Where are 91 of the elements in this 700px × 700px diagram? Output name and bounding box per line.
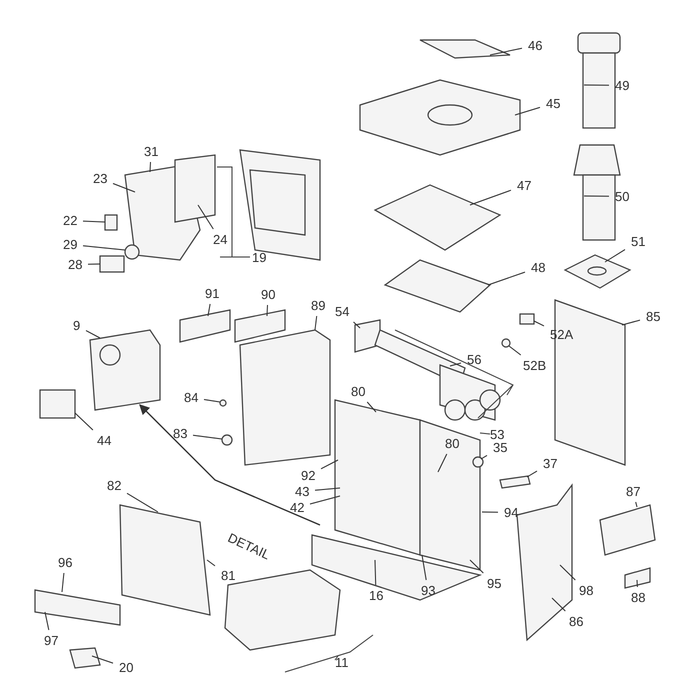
callout-number: 88 [630,590,646,605]
leader-line [62,572,64,592]
leader-line [374,560,376,586]
callout-number: 84 [183,390,200,405]
leader-line [422,554,427,580]
leader-line [490,48,522,56]
callout-number: 35 [492,440,508,455]
callout-number: 83 [172,426,188,441]
callout-number: 93 [420,583,436,598]
callout-number: 46 [527,38,544,53]
leader-line [584,196,610,197]
leader-line [480,454,488,460]
callout-number: 19 [252,250,266,265]
leader-line [470,560,484,574]
leader-line [44,612,50,630]
leader-line [508,346,522,356]
leader-line [353,322,360,328]
leader-line [320,460,338,470]
leader-line [82,245,126,250]
leader-line [192,434,222,440]
callout-number: 81 [220,568,236,583]
leader-line [314,316,318,330]
leader-line [584,84,610,86]
leader-line [74,412,94,430]
leader-line [488,272,526,286]
callout-number: 91 [204,286,220,301]
leader-line [604,249,626,262]
leader-line [126,492,158,512]
callout-number: 86 [568,614,584,629]
callout-number: 53 [490,427,504,442]
callout-number: 80 [350,384,366,399]
callout-number: 82 [106,478,122,493]
callout-number: 11 [335,655,348,670]
leader-line [310,496,340,504]
callout-number: 45 [545,96,562,111]
callout-number: 52B [522,358,548,373]
callout-number: 44 [96,433,112,448]
callout-number: 96 [57,555,74,570]
callout-number: 22 [62,213,78,228]
leader-line [314,488,340,491]
callout-number: 50 [614,189,630,204]
callout-number: 54 [334,304,350,319]
leader-line [552,598,566,612]
callout-number: 31 [143,144,160,159]
leader-line [86,330,100,338]
callout-number: 87 [625,484,642,499]
callout-number: 95 [486,576,502,591]
leader-line [112,183,136,192]
leader-line [366,402,376,412]
callout-number: 94 [503,505,520,520]
leader-line [266,304,268,316]
leader-line [82,220,106,222]
callout-number: 24 [212,232,228,247]
callout-number: 42 [289,500,306,515]
leader-line [92,656,114,664]
leader-line [470,190,512,206]
callout-number: 51 [630,234,646,249]
leader-line [204,399,220,402]
leader-line [622,320,640,326]
callout-number: 48 [530,260,546,275]
callout-number: 20 [118,660,134,675]
leader-line [198,204,214,230]
callout-number: 92 [300,468,316,483]
callout-number: 29 [62,237,78,252]
callout-number: 9 [72,318,82,333]
leader-line [635,502,638,508]
callout-number: 43 [294,484,310,499]
callout-number: 56 [466,352,482,367]
callout-number: 89 [310,298,326,313]
callout-number: 85 [645,309,662,324]
leader-line [636,580,638,588]
leader-line [150,162,151,172]
callout-number: 80 [444,436,460,451]
callout-number: 23 [92,171,108,186]
leader-line [208,304,211,316]
callout-number: 98 [578,583,594,598]
leader-line [534,320,544,326]
callout-number: 28 [67,257,84,272]
callout-number: 37 [542,456,558,471]
callout-number: 47 [516,178,532,193]
leader-line [514,106,540,116]
callout-number: 97 [43,633,60,648]
leader-line [526,470,538,478]
leader-line [88,264,100,265]
leader-line [438,454,448,472]
leader-line [482,512,498,513]
leader-line [560,564,576,580]
leader-line [206,560,216,566]
callout-number: 16 [368,588,384,603]
callout-number: 90 [260,287,276,302]
leader-line [450,362,462,366]
